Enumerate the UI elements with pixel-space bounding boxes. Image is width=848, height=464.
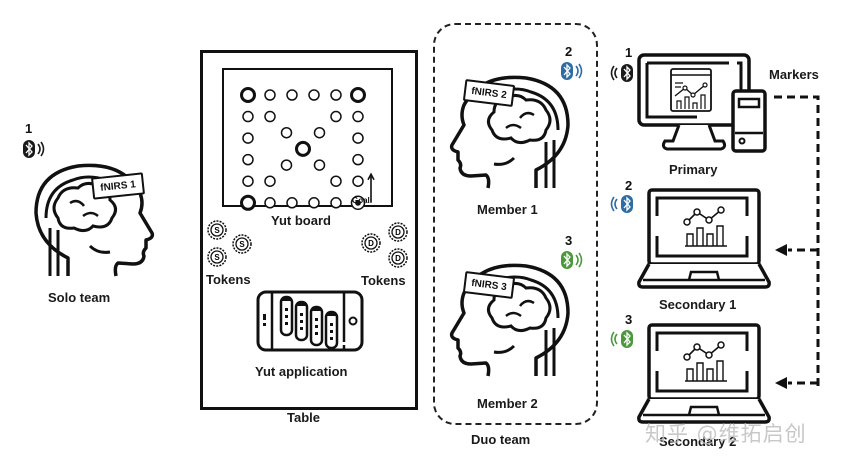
arrow-head-icon (775, 377, 787, 389)
board-station (286, 197, 298, 209)
board-station (330, 110, 342, 123)
corner-station (240, 194, 256, 211)
token-s-1: S (207, 220, 227, 240)
token-d-2: D (361, 233, 381, 253)
yut-board-label: Yut board (271, 213, 331, 228)
center-station (295, 140, 311, 157)
table-label: Table (287, 410, 320, 425)
board-station (242, 175, 254, 187)
desktop-computer-icon (637, 53, 767, 153)
board-station (330, 197, 342, 209)
svg-text:D: D (395, 254, 401, 263)
member2-device-number: 3 (565, 233, 573, 248)
direction-arrow-icon (367, 172, 375, 203)
secondary2-device-number: 3 (625, 312, 633, 327)
member1-label: Member 1 (477, 202, 538, 217)
smartphone-app-icon (256, 290, 364, 352)
board-station (308, 197, 320, 209)
token-d-1: D (388, 222, 408, 242)
headband-label: fNIRS 3 (470, 277, 508, 293)
primary-device-number: 1 (625, 45, 633, 60)
watermark-text: 知乎 @维拓启创 (645, 422, 807, 446)
board-station (264, 197, 276, 209)
secondary2-label: Secondary 2 (659, 434, 737, 449)
board-station (330, 89, 342, 101)
svg-text:S: S (239, 240, 245, 249)
laptop-icon (637, 188, 771, 289)
headband-label: fNIRS 2 (470, 85, 508, 101)
markers-label: Markers (769, 67, 819, 82)
bluetooth-icon (23, 140, 45, 158)
board-station (264, 175, 276, 187)
board-station (264, 89, 276, 101)
token-s-3: S (207, 247, 227, 267)
board-station (352, 110, 364, 123)
board-station (308, 89, 320, 101)
bluetooth-icon (610, 330, 633, 348)
secondary1-label: Secondary 1 (659, 297, 737, 312)
bluetooth-icon (610, 64, 633, 82)
primary-label: Primary (669, 162, 718, 177)
board-station (352, 153, 364, 166)
svg-text:D: D (395, 228, 401, 237)
head-brain-icon (34, 163, 155, 277)
svg-text:D: D (368, 239, 374, 248)
duo-team-label: Duo team (471, 432, 531, 447)
goal-label: Goal (352, 196, 370, 205)
board-station (242, 153, 254, 166)
duo-team-box (433, 23, 598, 425)
board-station (242, 110, 254, 123)
arrow-head-icon (775, 244, 787, 256)
board-station (264, 110, 276, 123)
member2-label: Member 2 (477, 396, 538, 411)
solo-team-label: Solo team (48, 290, 111, 305)
corner-station (240, 87, 256, 103)
token-d-3: D (388, 248, 408, 268)
bluetooth-icon (561, 62, 583, 80)
bluetooth-icon (561, 251, 583, 269)
yut-board-grid (240, 87, 375, 211)
secondary1-device-number: 2 (625, 178, 633, 193)
tokens-right-label: Tokens (361, 273, 406, 288)
laptop-icon (637, 323, 771, 424)
goal-station-inner (355, 199, 361, 206)
svg-text:S: S (214, 253, 220, 262)
board-station (330, 175, 342, 187)
bluetooth-icon (610, 195, 633, 213)
member1-device-number: 2 (565, 44, 573, 59)
solo-device-number: 1 (25, 121, 33, 136)
board-station (286, 89, 298, 101)
yut-application-label: Yut application (255, 364, 348, 379)
corner-station (350, 87, 366, 103)
tokens-left-label: Tokens (206, 272, 251, 287)
board-station (242, 132, 254, 144)
yut-board (222, 68, 393, 207)
board-station (280, 126, 293, 139)
board-station (352, 175, 364, 187)
board-station (352, 132, 364, 144)
board-station (280, 159, 293, 171)
board-station (313, 126, 326, 139)
headband-label: fNIRS 1 (99, 178, 137, 194)
table-panel (200, 50, 418, 410)
markers-arrow-lines (774, 95, 820, 388)
board-station (313, 159, 326, 171)
token-s-2: S (232, 234, 252, 254)
svg-text:S: S (214, 226, 220, 235)
